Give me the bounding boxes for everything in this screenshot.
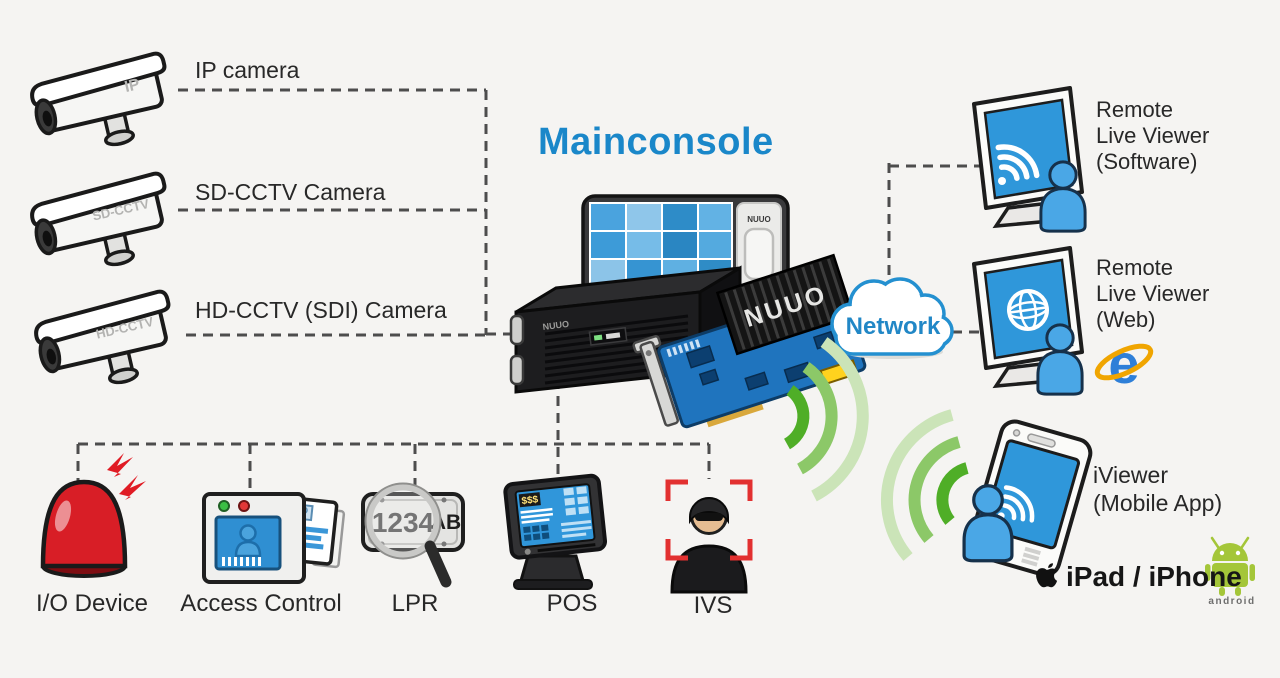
- device-label-lpr: LPR: [391, 590, 439, 617]
- alert-flash-icon: [107, 453, 146, 500]
- platforms-row: iPad / iPhone: [1033, 561, 1242, 593]
- thief-icon: [670, 497, 748, 594]
- dashed-connectors: [76, 88, 984, 489]
- remote-viewer-software-icon: [972, 86, 1087, 233]
- wifi-signal-right-icon: [881, 409, 969, 561]
- signal-icon: [995, 144, 1040, 185]
- brand-logo: NUUO: [747, 215, 771, 224]
- camera-icon-sd-cctv: SD-CCTV: [26, 170, 182, 283]
- globe-icon: [1007, 289, 1049, 331]
- ivs-target-frame: [665, 479, 753, 561]
- camera-label-hd: HD-CCTV (SDI) Camera: [195, 297, 447, 323]
- device-label-pos: POS: [546, 590, 598, 617]
- camera-icon-ip: IP: [26, 50, 182, 163]
- access-control-icon: [202, 492, 346, 584]
- svg-text:e: e: [1108, 332, 1139, 395]
- pos-screen-text: $$$: [521, 494, 539, 507]
- device-label-ivs: IVS: [693, 592, 733, 619]
- pos-terminal-icon: $$$: [503, 473, 608, 590]
- wifi-signal-left-icon: [783, 337, 869, 502]
- signal-icon: [997, 485, 1035, 523]
- camera-body-label: IP: [123, 76, 142, 96]
- ivs-icon: [665, 479, 753, 594]
- internet-explorer-icon: e: [1094, 332, 1154, 395]
- android-wordmark: android: [1208, 596, 1256, 607]
- page-title: Mainconsole: [538, 121, 774, 163]
- camera-label-sd: SD-CCTV Camera: [195, 179, 386, 205]
- viewer-label-software: Remote Live Viewer (Software): [1096, 97, 1210, 174]
- iviewer-label: iViewer (Mobile App): [1093, 462, 1223, 516]
- camera-label-ip: IP camera: [195, 57, 300, 83]
- video-wall-grid: [591, 204, 731, 285]
- remote-viewer-web-icon: [972, 246, 1084, 396]
- license-plate-icon: 1234 AB: [361, 482, 465, 588]
- magnifier-icon: [364, 482, 452, 588]
- viewer-label-web: Remote Live Viewer (Web): [1096, 255, 1210, 332]
- device-label-io: I/O Device: [35, 590, 149, 617]
- network-cloud: Network: [830, 277, 954, 359]
- brand-logo: NUUO: [542, 319, 570, 332]
- apple-icon: [1036, 563, 1058, 588]
- network-label: Network: [846, 313, 941, 340]
- camera-icon-hd-cctv: HD-CCTV: [30, 288, 186, 401]
- platforms-label: iPad / iPhone: [1066, 561, 1242, 592]
- android-icon: [1205, 536, 1255, 596]
- mainconsole-server-icon: NUUO NU: [509, 194, 867, 429]
- device-label-access-control: Access Control: [180, 590, 342, 617]
- alarm-beacon-icon: [40, 453, 146, 578]
- plate-number: 1234: [372, 507, 435, 538]
